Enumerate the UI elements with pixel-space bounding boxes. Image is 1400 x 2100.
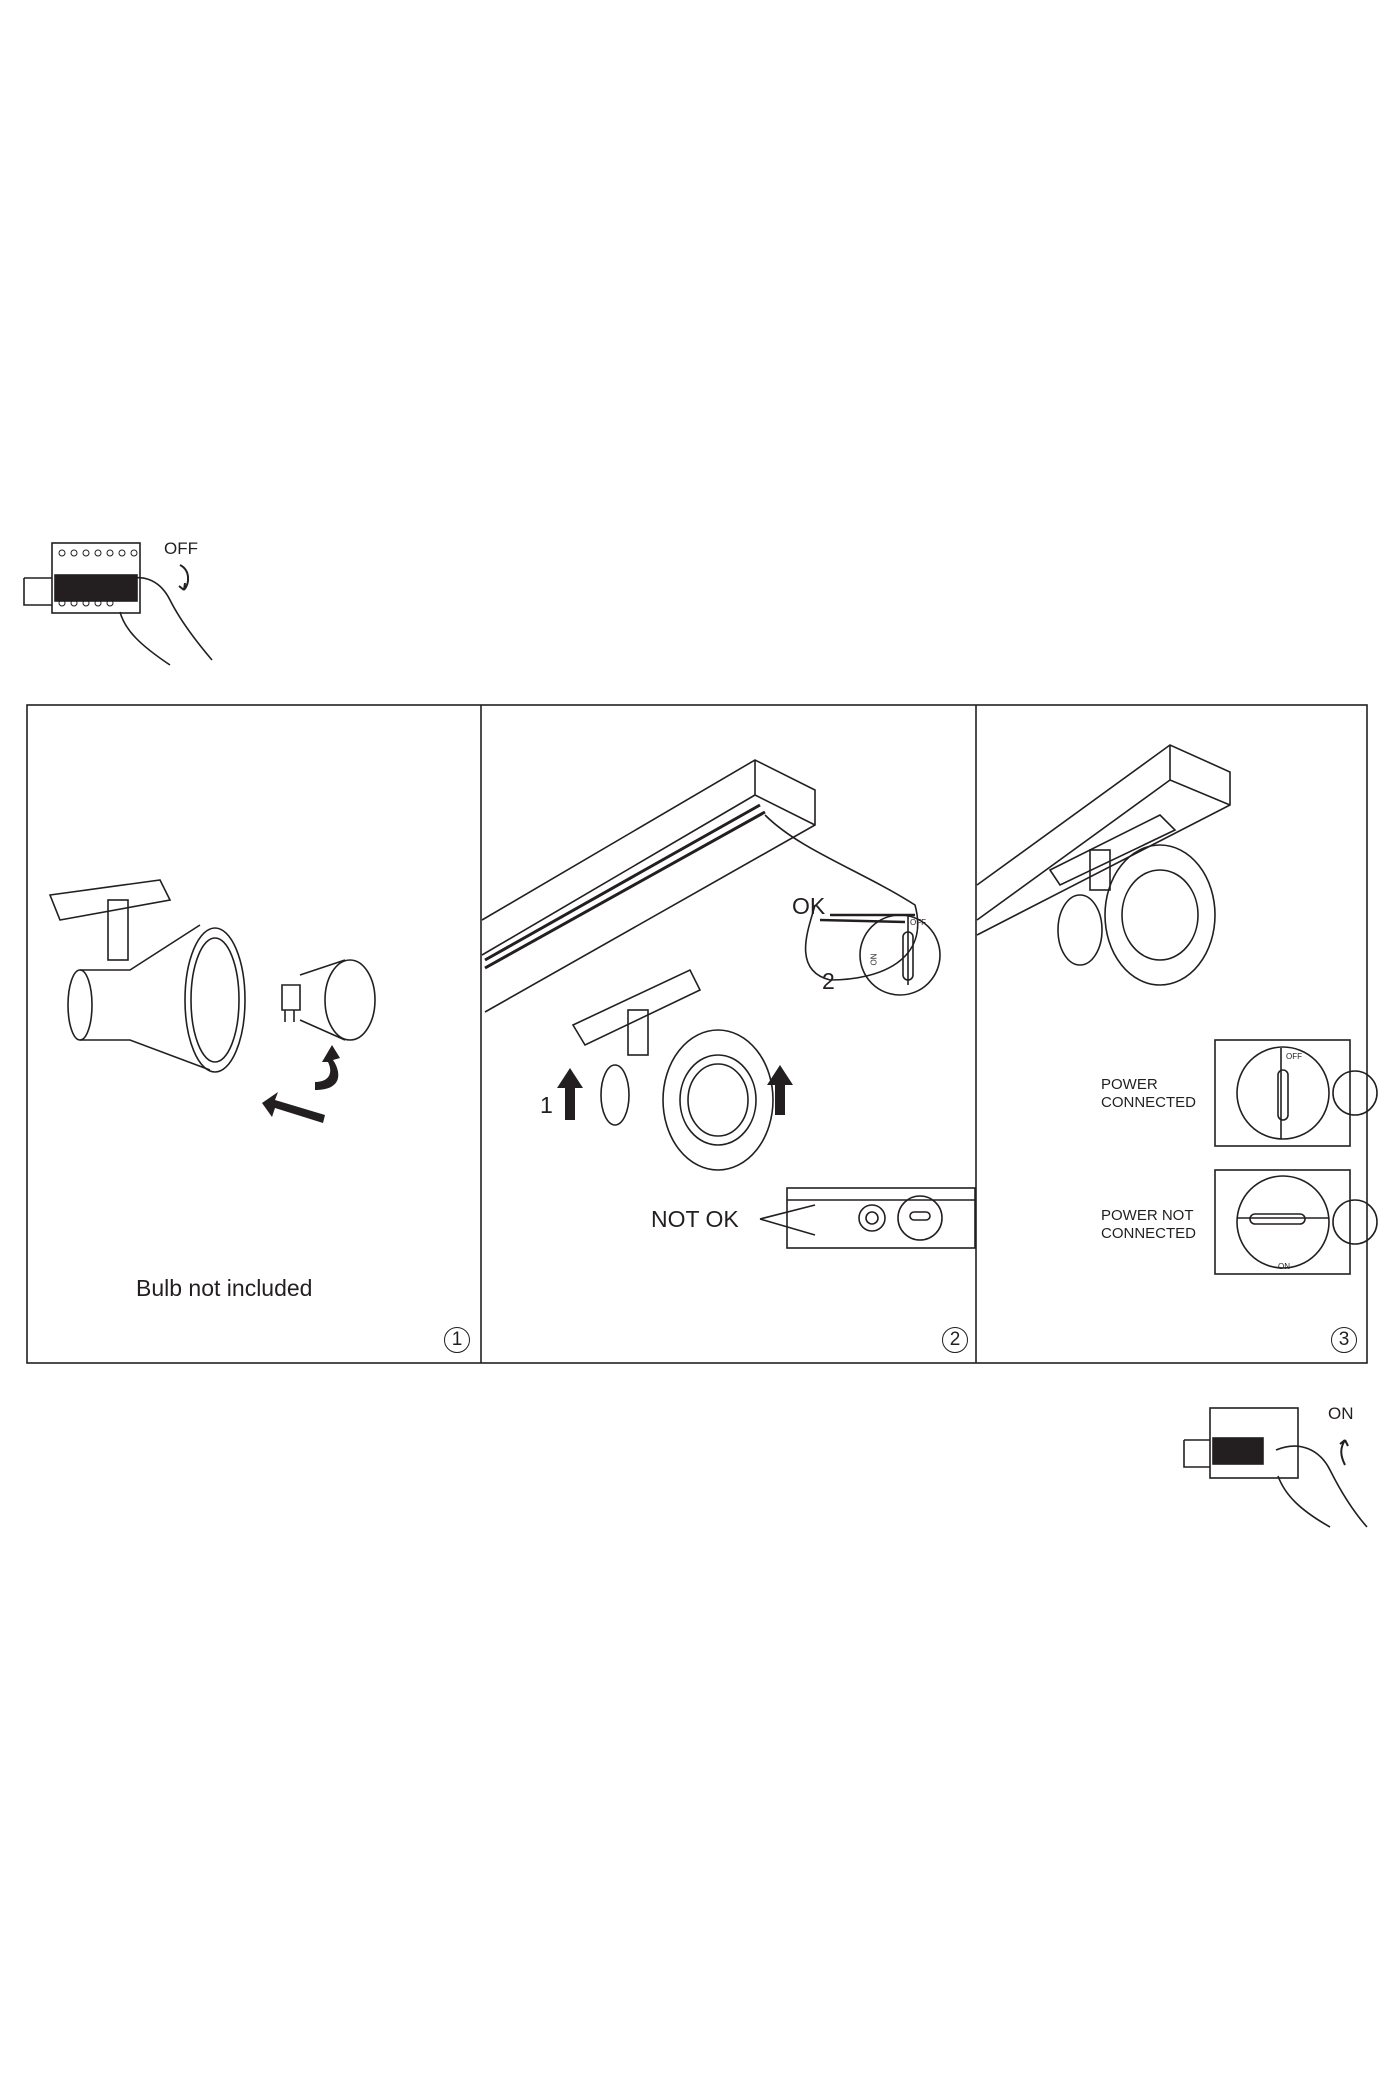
- dial-off-label: OFF: [910, 918, 926, 927]
- dial-on-label: ON: [1278, 1262, 1290, 1271]
- power-not-connected-line2: CONNECTED: [1101, 1225, 1197, 1242]
- bulb-illustration: [281, 959, 376, 1041]
- not-ok-label: NOT OK: [651, 1206, 739, 1232]
- track-with-spotlight-illustration: [976, 744, 1231, 986]
- breaker-on-icon: [1183, 1407, 1368, 1528]
- power-connected-label: POWER CONNECTED: [1101, 1076, 1196, 1112]
- adapter-notok-illustration: [759, 1187, 976, 1249]
- dial-off-label: OFF: [1286, 1052, 1302, 1061]
- dial-not-connected-illustration: [1214, 1169, 1378, 1275]
- arrow-icon: [262, 1045, 340, 1123]
- off-label: OFF: [164, 539, 198, 558]
- power-connected-line2: CONNECTED: [1101, 1094, 1197, 1111]
- spotlight-illustration: [48, 879, 246, 1073]
- power-connected-line1: POWER: [1101, 1076, 1158, 1093]
- lift-step-number: 1: [540, 1092, 553, 1118]
- power-not-connected-label: POWER NOT CONNECTED: [1101, 1207, 1196, 1243]
- dial-on-label: ON: [869, 953, 879, 966]
- steps-frame: [26, 704, 1368, 1364]
- breaker-off-icon: [23, 542, 213, 666]
- track-rail-illustration: [481, 759, 941, 1013]
- dial-connected-illustration: [1214, 1039, 1378, 1147]
- bulb-not-included-caption: Bulb not included: [136, 1275, 313, 1301]
- step-number-2: 2: [942, 1327, 968, 1353]
- ok-label: OK: [792, 893, 826, 919]
- arrow-up-icon: [557, 1065, 793, 1120]
- step-number-1: 1: [444, 1327, 470, 1353]
- spotlight-illustration: [571, 968, 774, 1171]
- ok-step-number: 2: [822, 968, 835, 994]
- on-label: ON: [1328, 1404, 1354, 1423]
- step-number-3: 3: [1331, 1327, 1357, 1353]
- power-not-connected-line1: POWER NOT: [1101, 1207, 1194, 1224]
